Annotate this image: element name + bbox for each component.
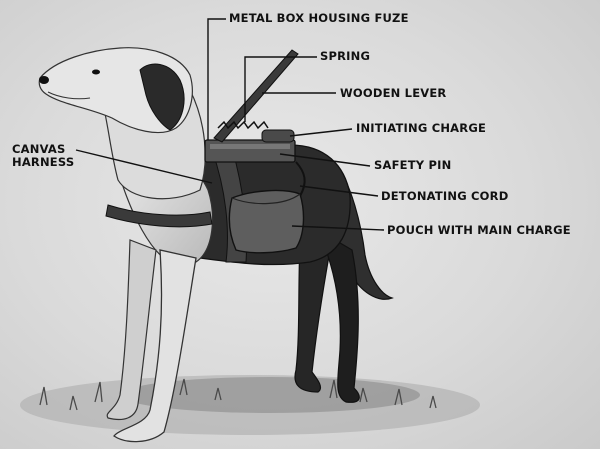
label-metal-box-housing-fuze: METAL BOX HOUSING FUZE <box>229 11 409 25</box>
wooden-lever <box>213 49 299 143</box>
harness-chest-strap <box>105 204 213 228</box>
label-safety-pin: SAFETY PIN <box>374 158 452 172</box>
dog-near-hind-leg <box>316 228 360 403</box>
spring <box>217 120 269 130</box>
initiating-charge <box>261 129 295 143</box>
label-detonating-cord: DETONATING CORD <box>381 189 509 203</box>
dog-far-front-leg <box>106 239 157 421</box>
pouch-flap <box>231 193 301 205</box>
dog-near-front-leg <box>113 249 197 443</box>
dog-nose <box>39 76 49 84</box>
metal-box-housing-fuze <box>204 139 296 163</box>
leader-pouch <box>291 225 385 231</box>
leader-spring <box>244 56 317 122</box>
label-canvas-harness-line1: CANVAS <box>12 142 66 156</box>
ground <box>20 375 480 435</box>
dog-mouth <box>47 91 91 100</box>
leader-metal-box <box>207 18 226 140</box>
label-initiating-charge: INITIATING CHARGE <box>356 121 487 135</box>
label-spring: SPRING <box>320 49 371 63</box>
label-canvas-harness: CANVAS HARNESS <box>12 143 74 169</box>
label-pouch-with-main-charge: POUCH WITH MAIN CHARGE <box>387 223 571 237</box>
leader-detonating-cord <box>299 185 379 197</box>
leader-canvas-harness <box>75 149 213 184</box>
label-wooden-lever: WOODEN LEVER <box>340 86 447 100</box>
metal-box-detail <box>210 144 290 149</box>
leader-initiating-charge <box>289 128 353 137</box>
label-canvas-harness-line2: HARNESS <box>12 155 75 169</box>
dog-eye <box>92 69 100 75</box>
detonating-cord <box>295 161 306 197</box>
pouch-with-main-charge <box>228 189 305 254</box>
leader-lines <box>75 18 385 231</box>
dog-far-hind-leg <box>294 239 331 393</box>
leader-safety-pin <box>279 153 371 167</box>
dog-ear <box>139 63 185 131</box>
